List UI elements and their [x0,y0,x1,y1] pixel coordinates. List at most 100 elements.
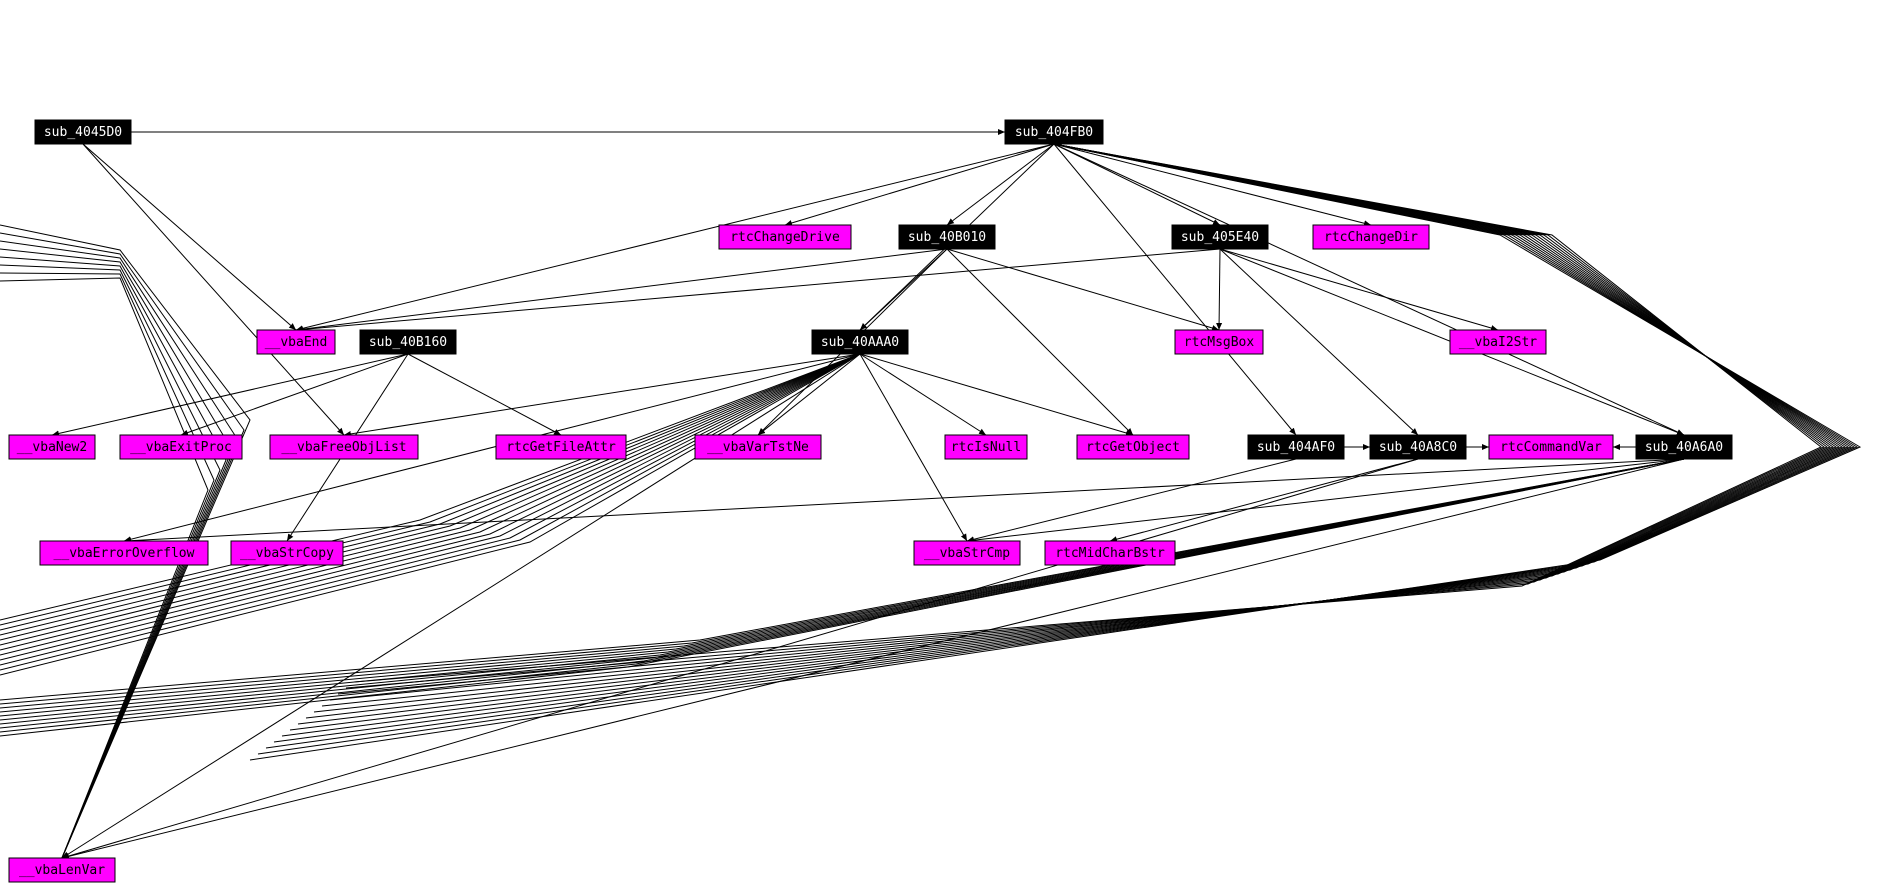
node-box[interactable] [1044,540,1176,566]
node-box[interactable] [1488,434,1614,460]
routed-edge [0,353,861,641]
edge-sub_405E40-to-rtcMsgBox [1216,248,1223,331]
node-label: sub_405E40 [1181,230,1259,245]
routed-edge [0,277,209,859]
node-box[interactable] [119,434,243,460]
node-box[interactable] [1449,329,1547,355]
node-box[interactable] [39,540,209,566]
edge-sub_40AAA0-to-vbaFreeObjList [343,353,861,437]
node-rtcMsgBox[interactable]: rtcMsgBox [1174,329,1264,355]
node-vbaStrCmp[interactable]: __vbaStrCmp [913,540,1021,566]
node-label: __vbaFreeObjList [281,440,406,455]
node-sub_4045D0[interactable]: sub_4045D0 [34,119,132,145]
node-sub_40B010[interactable]: sub_40B010 [898,224,996,250]
node-vbaI2Str[interactable]: __vbaI2Str [1449,329,1547,355]
node-label: rtcMsgBox [1184,335,1255,350]
node-box[interactable] [8,434,96,460]
node-box[interactable] [1004,119,1104,145]
routed-edge-bundle [0,143,1862,859]
node-box[interactable] [34,119,132,145]
node-box[interactable] [256,329,336,355]
node-box[interactable] [8,857,116,883]
routed-edge [0,353,861,656]
edge-sub_40B010-to-sub_40AAA0 [859,248,948,331]
node-vbaFreeObjList[interactable]: __vbaFreeObjList [269,434,419,460]
node-box[interactable] [1171,224,1269,250]
edge-sub_40B010-to-rtcGetObject [946,248,1134,436]
node-sub_40AAA0[interactable]: sub_40AAA0 [811,329,909,355]
node-label: sub_40AAA0 [821,335,899,350]
node-box[interactable] [1369,434,1467,460]
node-vbaStrCopy[interactable]: __vbaStrCopy [230,540,344,566]
edge-sub_40AAA0-to-rtcGetObject [859,353,1134,436]
routed-edge [0,458,1685,737]
node-box[interactable] [1174,329,1264,355]
edge-sub_4045D0-to-vbaEnd [82,143,297,331]
node-label: __vbaErrorOverflow [54,546,195,561]
node-rtcChangeDrive[interactable]: rtcChangeDrive [718,224,852,250]
node-vbaVarTstNe[interactable]: __vbaVarTstNe [694,434,822,460]
node-box[interactable] [898,224,996,250]
routed-edge [0,353,861,621]
node-rtcMidCharBstr[interactable]: rtcMidCharBstr [1044,540,1176,566]
routed-edge [0,458,1685,705]
node-box[interactable] [269,434,419,460]
node-rtcCommandVar[interactable]: rtcCommandVar [1488,434,1614,460]
node-box[interactable] [913,540,1021,566]
edge-sub_40AAA0-to-vbaVarTstNe [757,353,861,436]
node-rtcGetObject[interactable]: rtcGetObject [1076,434,1190,460]
node-sub_405E40[interactable]: sub_405E40 [1171,224,1269,250]
node-label: sub_404FB0 [1015,125,1093,140]
node-label: sub_40B160 [369,335,447,350]
edge-sub_40AAA0-to-rtcIsNull [859,353,987,436]
routed-edge [0,353,861,646]
node-box[interactable] [694,434,822,460]
routed-edge [0,353,861,666]
node-sub_404FB0[interactable]: sub_404FB0 [1004,119,1104,145]
node-rtcChangeDir[interactable]: rtcChangeDir [1312,224,1430,250]
node-layer: sub_4045D0 sub_404FB0 rtcChangeDrive sub_40… [8,119,1733,883]
node-box[interactable] [230,540,344,566]
node-box[interactable] [811,329,909,355]
node-box[interactable] [495,434,627,460]
edge-sub_40A6A0-to-vbaErrorOverflow [123,458,1685,544]
node-box[interactable] [944,434,1028,460]
node-vbaErrorOverflow[interactable]: __vbaErrorOverflow [39,540,209,566]
routed-edge [0,353,861,626]
node-box[interactable] [1635,434,1733,460]
node-rtcGetFileAttr[interactable]: rtcGetFileAttr [495,434,627,460]
edge-sub_404FB0-to-sub_404AF0 [1053,143,1297,436]
node-vbaEnd[interactable]: __vbaEnd [256,329,336,355]
node-rtcIsNull[interactable]: rtcIsNull [944,434,1028,460]
edge-sub_404FB0-to-rtcChangeDir [1053,143,1372,227]
routed-edge [0,264,221,859]
node-vbaLenVar[interactable]: __vbaLenVar [8,857,116,883]
node-sub_40A6A0[interactable]: sub_40A6A0 [1635,434,1733,460]
edge-sub_40A6A0-to-vbaStrCmp [966,458,1685,544]
node-box[interactable] [1312,224,1430,250]
node-box[interactable] [1247,434,1345,460]
node-label: rtcIsNull [951,440,1021,455]
node-vbaNew2[interactable]: __vbaNew2 [8,434,96,460]
node-box[interactable] [359,329,457,355]
node-box[interactable] [718,224,852,250]
node-sub_404AF0[interactable]: sub_404AF0 [1247,434,1345,460]
node-label: rtcCommandVar [1500,440,1602,455]
routed-edge [0,353,861,631]
routed-edge [0,232,245,859]
edge-sub_40B160-to-rtcGetFileAttr [407,353,562,436]
routed-edge [0,353,861,671]
node-label: __vbaLenVar [19,863,105,878]
edge-sub_40AAA0-to-vbaLenVar [61,353,861,859]
edge-sub_404FB0-to-sub_405E40 [1053,143,1221,226]
node-box[interactable] [1076,434,1190,460]
routed-edge [0,458,1685,701]
node-label: rtcChangeDrive [730,230,840,245]
node-vbaExitProc[interactable]: __vbaExitProc [119,434,243,460]
node-sub_40A8C0[interactable]: sub_40A8C0 [1369,434,1467,460]
node-label: __vbaNew2 [17,440,87,455]
node-sub_40B160[interactable]: sub_40B160 [359,329,457,355]
node-label: __vbaI2Str [1459,335,1537,350]
routed-edge [289,143,1847,731]
